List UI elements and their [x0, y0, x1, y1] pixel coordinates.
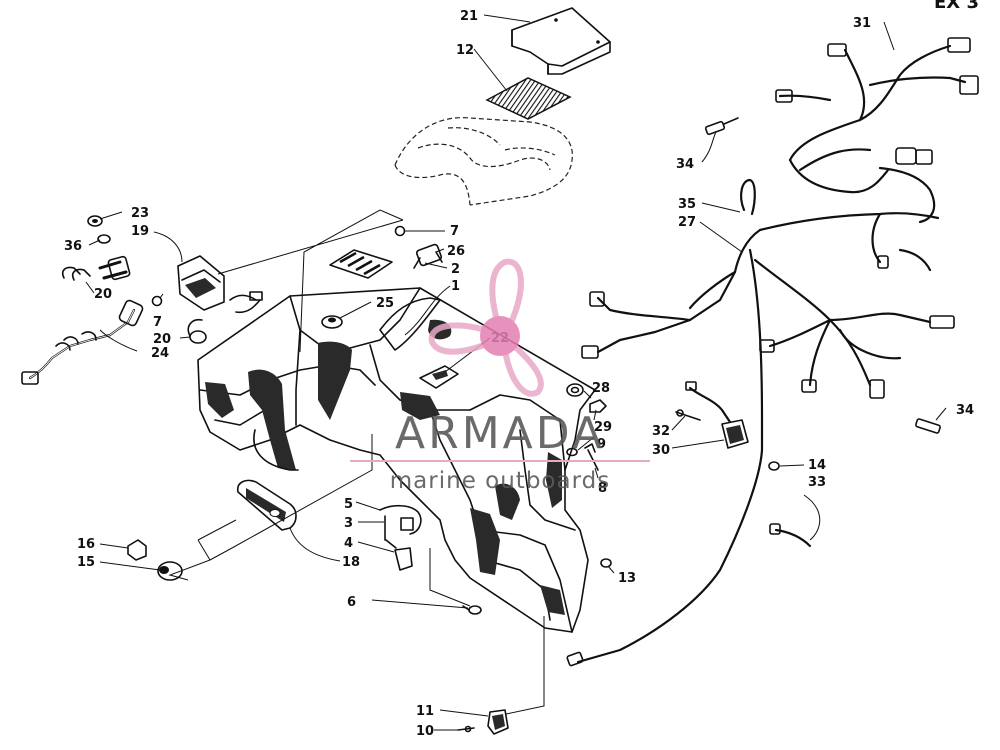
part-31-harness-upper	[775, 37, 979, 224]
part-7-washer-lower	[151, 295, 163, 307]
leader-lines	[85, 14, 947, 731]
part-16-knob	[127, 539, 147, 561]
callout-16: 16	[77, 537, 95, 552]
callout-12: 12	[456, 43, 474, 58]
callout-10: 10	[416, 724, 434, 739]
callout-5: 5	[344, 497, 353, 512]
callout-35: 35	[678, 197, 696, 212]
part-34-connector-upper	[704, 117, 739, 136]
part-24-ignition-harness	[21, 299, 144, 385]
callout-23: 23	[131, 206, 149, 221]
callout-34-upper: 34	[676, 157, 694, 172]
callout-1: 1	[451, 279, 460, 294]
part-19-connector	[229, 291, 263, 314]
callout-29: 29	[594, 420, 612, 435]
part-10-screw	[457, 725, 475, 733]
callout-27: 27	[678, 215, 696, 230]
callout-9: 9	[597, 437, 606, 452]
part-3-clip	[384, 515, 414, 541]
callout-7-lower: 7	[153, 315, 162, 330]
callout-30: 30	[652, 443, 670, 458]
part-32-bolt	[675, 409, 701, 421]
callout-33: 33	[808, 475, 826, 490]
callout-14: 14	[808, 458, 826, 473]
part-14-grommet	[768, 461, 780, 471]
part-18-cover-plate	[236, 479, 297, 531]
part-19-meter-housing	[177, 255, 225, 311]
part-13-grommet	[600, 558, 612, 568]
part-23-knob	[87, 215, 103, 227]
callout-4: 4	[344, 536, 353, 551]
part-21-plate	[511, 7, 611, 75]
part-20-switch-lower	[187, 318, 207, 344]
callout-2: 2	[451, 262, 460, 277]
callout-15: 15	[77, 555, 95, 570]
part-4-bracket	[385, 539, 413, 571]
callout-20-upper: 20	[94, 287, 112, 302]
part-22-tube	[419, 365, 459, 389]
callout-8: 8	[598, 481, 607, 496]
part-25-nut	[321, 315, 343, 329]
callout-28: 28	[592, 381, 610, 396]
part-36-ring	[97, 234, 111, 244]
callout-20-lower: 20	[153, 332, 171, 347]
watermark-logo: ARMADA marine outboards	[350, 258, 650, 494]
part-26-switch	[413, 243, 443, 269]
callout-18: 18	[342, 555, 360, 570]
callout-26: 26	[447, 244, 465, 259]
dashed-cover-outline	[394, 117, 573, 206]
part-6-bolt	[462, 605, 482, 615]
part-7-washer-upper	[394, 225, 406, 237]
callout-36: 36	[64, 239, 82, 254]
part-20-switch-upper	[61, 255, 131, 281]
part-30-relay	[685, 381, 749, 449]
part-5-lever	[379, 504, 422, 535]
part-35-loop	[740, 178, 756, 216]
callout-11: 11	[416, 704, 434, 719]
callout-6: 6	[347, 595, 356, 610]
part-28-washer	[566, 383, 584, 397]
part-29-nut	[589, 399, 607, 413]
callout-7-upper: 7	[450, 224, 459, 239]
part-33-clip	[769, 523, 812, 548]
part-34-connector-lower	[915, 418, 941, 434]
callout-13: 13	[618, 571, 636, 586]
part-2-vent-bar	[329, 249, 393, 279]
callout-32: 32	[652, 424, 670, 439]
callout-31: 31	[853, 16, 871, 31]
callout-21: 21	[460, 9, 478, 24]
callout-3: 3	[344, 516, 353, 531]
callout-19: 19	[131, 224, 149, 239]
part-12-pad	[485, 77, 572, 120]
part-9-washer	[566, 447, 578, 457]
callouts: 21 12 31 34 35 27 23 36 19 7 26 2 20 25 …	[64, 9, 974, 739]
watermark-tagline: marine outboards	[390, 468, 610, 494]
page-corner-label: EX 3	[934, 0, 979, 13]
part-11-bracket	[487, 709, 509, 735]
part-27-harness-main	[566, 212, 955, 667]
callout-24: 24	[151, 346, 169, 361]
callout-25: 25	[376, 296, 394, 311]
watermark-brand: ARMADA	[395, 408, 605, 459]
callout-34-lower: 34	[956, 403, 974, 418]
part-1-console-body	[197, 287, 596, 633]
propeller-icon	[428, 258, 544, 397]
